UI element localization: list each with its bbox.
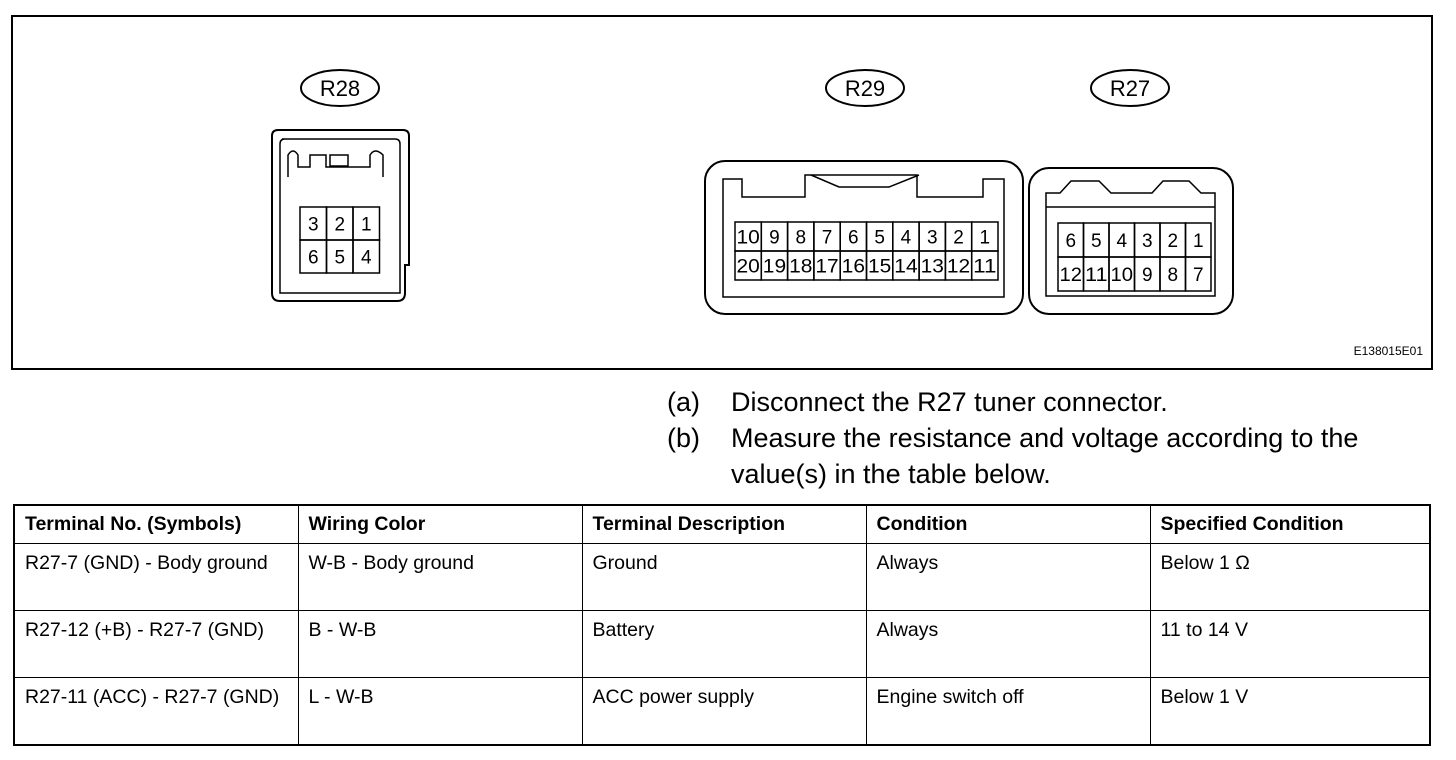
pin-number: 5: [334, 248, 345, 269]
connector-housing: [704, 160, 1024, 315]
pin-number: 1: [1193, 231, 1204, 252]
cell-terminal-no: R27-11 (ACC) - R27-7 (GND): [13, 677, 299, 746]
pin-number: 6: [1065, 231, 1076, 252]
pin-number: 19: [763, 257, 786, 278]
table-header-row: Terminal No. (Symbols) Wiring Color Term…: [13, 504, 1431, 544]
instruction-step: (b) Measure the resistance and voltage a…: [667, 420, 1427, 492]
pin-number: 3: [1142, 231, 1153, 252]
cell-wiring-color: L - W-B: [297, 677, 583, 746]
connector-latch: [287, 150, 384, 177]
cell-specified-condition: 11 to 14 V: [1149, 610, 1431, 678]
pin-number: 3: [927, 228, 938, 249]
connector-label-oval: [825, 69, 905, 107]
pin-number: 9: [769, 228, 780, 249]
pin-cell: [1184, 256, 1212, 292]
connector-housing: [271, 129, 410, 302]
connector-inner-outline: [1045, 180, 1216, 297]
pin-number: 5: [874, 228, 885, 249]
cell-condition: Always: [865, 543, 1151, 611]
cell-terminal-description: ACC power supply: [581, 677, 867, 746]
pin-number: 5: [1091, 231, 1102, 252]
pin-number: 16: [842, 257, 865, 278]
pin-number: 13: [921, 257, 944, 278]
pin-number: 15: [868, 257, 891, 278]
figure-id: E138015E01: [1353, 344, 1423, 358]
header-terminal-description: Terminal Description: [581, 504, 867, 544]
header-wiring-color: Wiring Color: [297, 504, 583, 544]
pin-number: 6: [308, 248, 319, 269]
connector-lock-tab: [329, 154, 349, 167]
connector-label: R28: [320, 76, 360, 101]
pin-number: 2: [1167, 231, 1178, 252]
pin-number: 1: [980, 228, 991, 249]
pin-number: 7: [822, 228, 833, 249]
connector-label: R27: [1110, 76, 1150, 101]
instruction-step: (a) Disconnect the R27 tuner connector.: [667, 384, 1427, 420]
pin-number: 12: [947, 257, 970, 278]
cell-terminal-no: R27-12 (+B) - R27-7 (GND): [13, 610, 299, 678]
pin-number: 2: [953, 228, 964, 249]
pin-cell: [970, 250, 999, 281]
pin-number: 4: [1116, 231, 1127, 252]
pin-number: 3: [308, 215, 319, 236]
table-row: R27-11 (ACC) - R27-7 (GND) L - W-B ACC p…: [13, 677, 1431, 746]
cell-condition: Engine switch off: [865, 677, 1151, 746]
connector-label: R29: [845, 76, 885, 101]
pin-number: 18: [789, 257, 812, 278]
cell-wiring-color: W-B - Body ground: [297, 543, 583, 611]
cell-terminal-description: Battery: [581, 610, 867, 678]
pin-number: 2: [334, 215, 345, 236]
connector-inner-outline: [279, 138, 401, 294]
step-marker: (b): [667, 423, 700, 453]
header-terminal-no: Terminal No. (Symbols): [13, 504, 299, 544]
pin-number: 10: [737, 228, 760, 249]
pin-number: 9: [1142, 265, 1153, 286]
instruction-steps: (a) Disconnect the R27 tuner connector. …: [667, 384, 1427, 492]
step-marker: (a): [667, 387, 700, 417]
pin-number: 10: [1111, 265, 1134, 286]
connector-label-oval: [300, 69, 380, 107]
pin-number: 17: [815, 257, 838, 278]
pin-number: 7: [1193, 265, 1204, 286]
cell-condition: Always: [865, 610, 1151, 678]
pin-number: 6: [848, 228, 859, 249]
cell-terminal-description: Ground: [581, 543, 867, 611]
pin-number: 14: [894, 257, 918, 278]
cell-specified-condition: Below 1 V: [1149, 677, 1431, 746]
pin-cell: [352, 239, 381, 274]
table-row: R27-7 (GND) - Body ground W-B - Body gro…: [13, 543, 1431, 611]
table-row: R27-12 (+B) - R27-7 (GND) B - W-B Batter…: [13, 610, 1431, 678]
connector-key: [810, 174, 920, 188]
cell-terminal-no: R27-7 (GND) - Body ground: [13, 543, 299, 611]
step-text: Disconnect the R27 tuner connector.: [731, 387, 1168, 417]
header-condition: Condition: [865, 504, 1151, 544]
connector-inner-outline: [722, 174, 1005, 298]
connector-housing: [1028, 167, 1234, 315]
header-specified-condition: Specified Condition: [1149, 504, 1431, 544]
step-text: Measure the resistance and voltage accor…: [731, 423, 1359, 489]
pin-number: 12: [1060, 265, 1083, 286]
connector-label-oval: [1090, 69, 1170, 107]
pin-number: 8: [1167, 265, 1178, 286]
specification-table: Terminal No. (Symbols) Wiring Color Term…: [13, 504, 1431, 746]
cell-wiring-color: B - W-B: [297, 610, 583, 678]
pin-number: 11: [973, 257, 996, 278]
pin-number: 4: [361, 248, 372, 269]
pin-number: 1: [361, 215, 372, 236]
pin-number: 8: [795, 228, 806, 249]
pin-number: 20: [737, 257, 760, 278]
pin-number: 11: [1085, 265, 1108, 286]
cell-specified-condition: Below 1 Ω: [1149, 543, 1431, 611]
pin-number: 4: [901, 228, 912, 249]
